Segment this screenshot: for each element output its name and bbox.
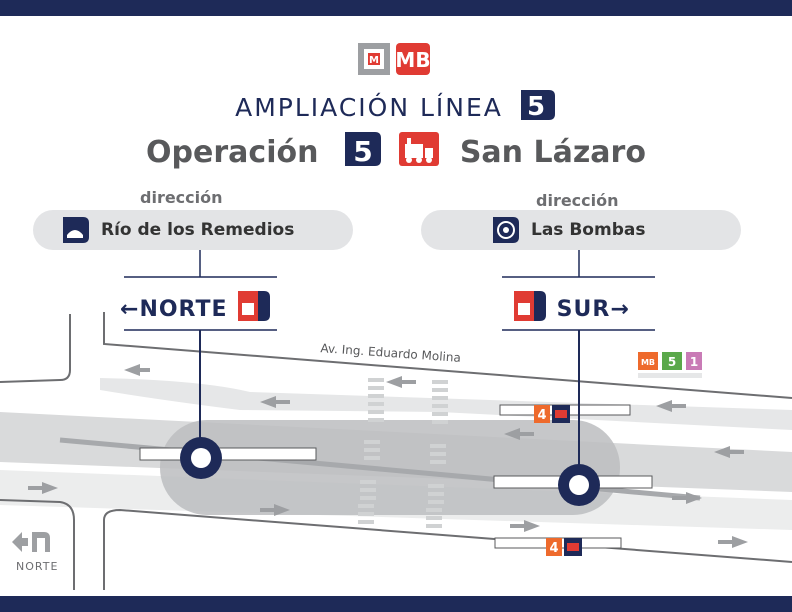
traffic-arrows	[28, 364, 748, 548]
arrow-right-icon: →	[610, 297, 630, 322]
north-compass-icon	[12, 532, 50, 552]
arrow-left-icon	[656, 400, 686, 412]
svg-text:M: M	[369, 55, 379, 66]
metro-logo-icon: M	[358, 43, 390, 75]
top-bar	[0, 0, 792, 16]
arrow-left-icon	[504, 428, 534, 440]
line-5-badge-icon: 5	[344, 132, 381, 168]
metrobus-logo-icon: MB	[395, 43, 431, 75]
svg-text:5: 5	[527, 92, 547, 122]
svg-text:MB: MB	[641, 358, 655, 367]
san-lazaro-station-icon	[399, 132, 440, 166]
san-lazaro-station-icon	[238, 291, 271, 321]
bottom-bar	[0, 596, 792, 612]
svg-text:4: 4	[537, 408, 546, 423]
rio-remedios-station-icon	[63, 217, 89, 243]
svg-text:MB: MB	[395, 48, 430, 72]
right-sign-text: SUR	[556, 297, 611, 322]
left-sign-text: NORTE	[139, 297, 228, 322]
arrow-right-icon	[510, 520, 540, 532]
right-destination-text: Las Bombas	[531, 220, 646, 240]
left-station-marker-center	[191, 448, 211, 468]
arrow-right-icon	[260, 504, 290, 516]
right-station-marker-center	[569, 475, 589, 495]
arrow-right-icon	[672, 492, 702, 504]
crosswalk-left	[358, 378, 384, 524]
compass-label: NORTE	[16, 560, 59, 573]
title-line-1-text: AMPLIACIÓN LÍNEA	[235, 93, 503, 122]
left-stop-platform	[139, 447, 317, 461]
route4-badge-north: 4	[534, 405, 570, 423]
arrow-left-icon	[260, 396, 290, 408]
left-direction-sign: ←NORTE	[120, 289, 272, 323]
svg-text:5: 5	[353, 135, 372, 168]
crosswalk-right	[426, 380, 448, 528]
svg-text:4: 4	[549, 541, 558, 556]
arrow-right-icon	[28, 482, 58, 494]
title-line-2: Operación 5 San Lázaro	[0, 130, 792, 170]
right-destination-pill: Las Bombas	[421, 210, 741, 250]
road-edge-sw	[0, 499, 75, 590]
header-logos: M MB	[356, 42, 436, 76]
left-destination-pill: Río de los Remedios	[33, 210, 353, 250]
las-bombas-station-icon	[493, 217, 519, 243]
road-edge-nw	[0, 314, 71, 383]
road-edge-south	[103, 508, 792, 590]
svg-text:5: 5	[668, 355, 676, 369]
arrow-left-icon: ←	[120, 297, 140, 322]
street-name: Av. Ing. Eduardo Molina	[320, 341, 461, 365]
title-line-2-prefix: Operación	[146, 135, 319, 170]
arrow-left-icon	[386, 376, 416, 388]
mini-system-logos: MB 5 1	[638, 352, 702, 378]
arrow-right-icon	[718, 536, 748, 548]
title-line-1: AMPLIACIÓN LÍNEA 5	[0, 88, 792, 122]
san-lazaro-station-icon	[514, 291, 546, 321]
line-5-badge-icon: 5	[520, 90, 555, 122]
title-line-2-suffix: San Lázaro	[459, 135, 646, 170]
metrobus-mini-icon	[638, 352, 658, 370]
line5-mini-icon	[662, 352, 682, 370]
route4-badge-south: 4	[546, 538, 582, 556]
right-direction-label: dirección	[536, 191, 619, 210]
line1-mini-icon	[686, 352, 702, 370]
left-destination-text: Río de los Remedios	[101, 220, 295, 240]
arrow-left-icon	[714, 446, 744, 458]
svg-text:1: 1	[690, 355, 698, 369]
arrow-left-icon	[124, 364, 150, 376]
right-direction-sign: SUR→	[512, 289, 630, 323]
road-edge-north	[103, 312, 792, 399]
left-direction-label: dirección	[140, 188, 223, 207]
